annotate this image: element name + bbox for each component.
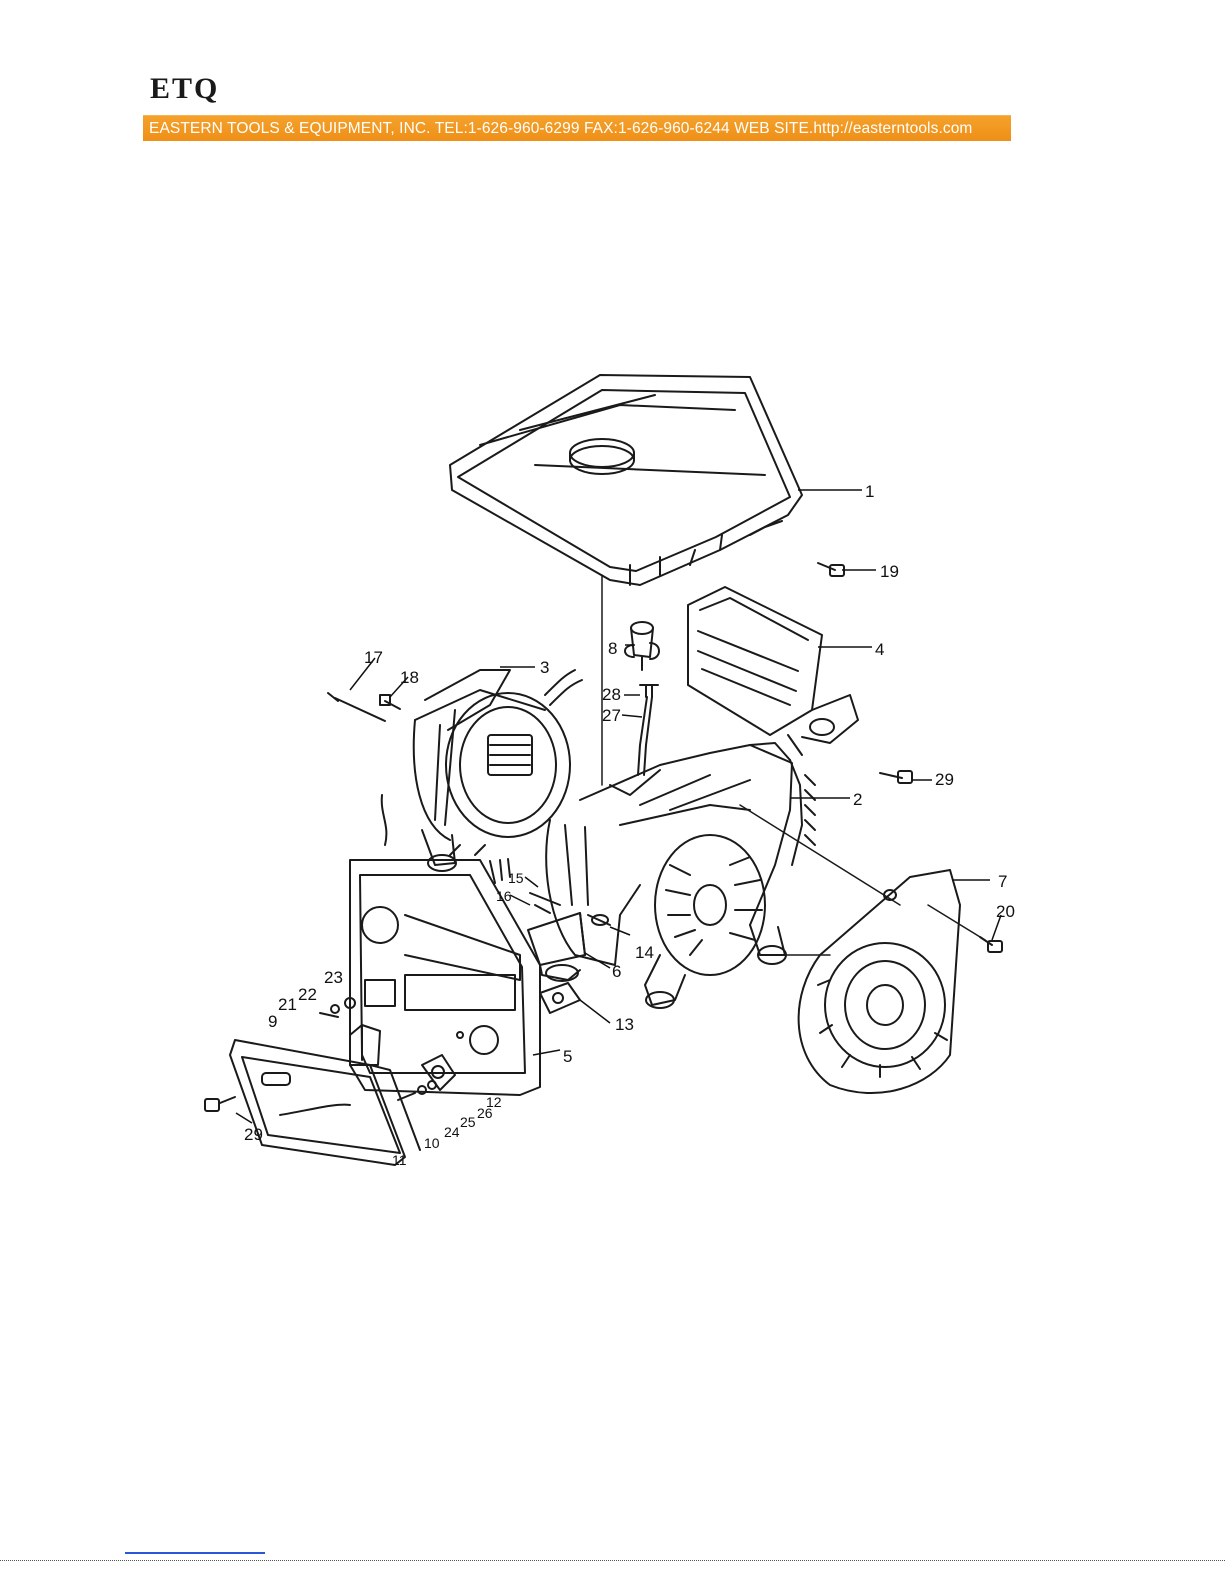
callout-22: 22 <box>298 985 317 1004</box>
muffler-part <box>688 587 858 755</box>
callout-19: 19 <box>880 562 899 581</box>
callout-29-right: 29 <box>935 770 954 789</box>
small-hardware-part <box>530 893 610 925</box>
brand-logo-text: ETQ <box>150 72 219 106</box>
callout-9: 9 <box>268 1012 277 1031</box>
callout-2: 2 <box>853 790 862 809</box>
callout-15: 15 <box>508 870 524 886</box>
bolt-29-right-part <box>880 771 912 783</box>
callout-28: 28 <box>602 685 621 704</box>
bolt-29-left-part <box>205 1097 235 1111</box>
footer-divider <box>0 1560 1225 1561</box>
fuel-valve-part <box>625 622 659 670</box>
callout-27: 27 <box>602 706 621 725</box>
capacitor-part <box>350 1025 380 1065</box>
screw-20-part <box>980 937 1002 952</box>
callout-3: 3 <box>540 658 549 677</box>
fuel-hose-part <box>602 575 658 785</box>
callout-1: 1 <box>865 482 874 501</box>
fuel-tank-part <box>450 375 802 585</box>
callout-17: 17 <box>364 648 383 667</box>
callout-26: 26 <box>477 1105 493 1121</box>
callout-20: 20 <box>996 902 1015 921</box>
gasket-part <box>540 983 580 1013</box>
callout-8: 8 <box>608 639 617 658</box>
face-plate-part <box>230 1040 420 1165</box>
exploded-parts-diagram: 1 19 4 2 7 20 29 8 28 27 17 18 3 15 16 1… <box>190 265 1015 1265</box>
circuit-breaker-part <box>490 859 585 981</box>
callout-6: 6 <box>612 962 621 981</box>
callout-14: 14 <box>635 943 654 962</box>
callout-18: 18 <box>400 668 419 687</box>
banner-contact-text: EASTERN TOOLS & EQUIPMENT, INC. TEL:1-62… <box>149 120 972 138</box>
callout-29-left: 29 <box>244 1125 263 1144</box>
callout-16: 16 <box>496 888 512 904</box>
callout-24: 24 <box>444 1124 460 1140</box>
bolt-19-part <box>818 563 844 576</box>
callout-21: 21 <box>278 995 297 1014</box>
engine-block-part <box>546 743 900 1008</box>
callout-5: 5 <box>563 1047 572 1066</box>
recoil-starter-part <box>799 870 985 1093</box>
callout-13: 13 <box>615 1015 634 1034</box>
callout-11: 11 <box>392 1152 407 1168</box>
callout-7: 7 <box>998 872 1007 891</box>
diagram-canvas: 1 19 4 2 7 20 29 8 28 27 17 18 3 15 16 1… <box>190 265 1015 1265</box>
company-banner: EASTERN TOOLS & EQUIPMENT, INC. TEL:1-62… <box>143 115 1011 141</box>
footer-link-underline <box>125 1552 265 1554</box>
callout-23: 23 <box>324 968 343 987</box>
callout-25: 25 <box>460 1114 476 1130</box>
generator-stator-part <box>328 670 582 871</box>
callout-10: 10 <box>424 1135 440 1151</box>
callout-4: 4 <box>875 640 884 659</box>
